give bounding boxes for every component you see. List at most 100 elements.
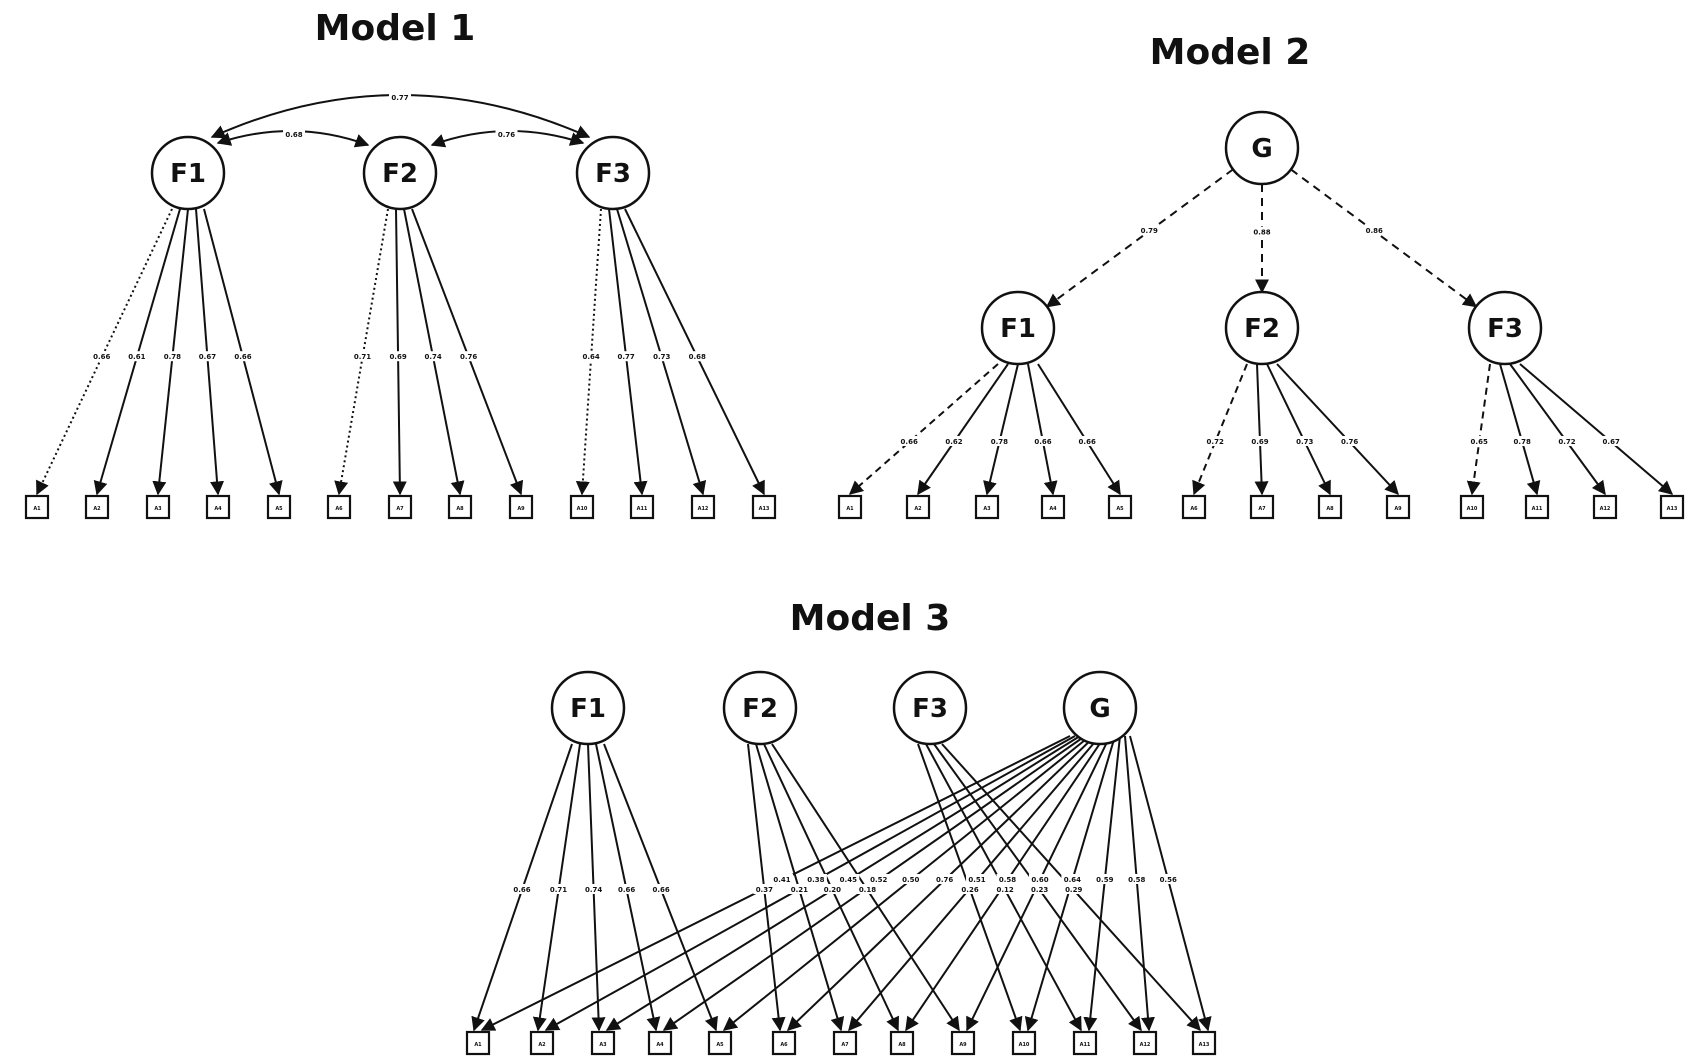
m1-corr-label-f1-f2-bg [283,129,305,139]
m1-factor-f2: F2 [362,135,438,211]
m1-item-a6-label: A6 [335,506,343,512]
m1-item-a8: A8 [447,494,473,520]
m3-item-a13: A13 [1191,1030,1217,1056]
m1-loading-a6-bg [351,351,374,362]
m3-general-loading-a13-bg [1157,874,1180,884]
m3-item-a10-label: A10 [1019,1042,1030,1048]
m1-loading-a9-bg [457,351,480,362]
m2-item-a2-label: A2 [914,506,922,512]
m2-item-a1-box [837,494,863,520]
m1-item-a8-label: A8 [456,506,464,512]
m3-item-a7-label: A7 [841,1042,849,1048]
m2-loading-a2-bg [943,436,965,446]
m3-general-loading-a2-bg [804,874,827,884]
m3-general-loading-a9: 0.60 [1031,876,1048,884]
m1-factor-f1: F1 [150,135,226,211]
m2-general-factor: G [1224,110,1300,186]
m2-item-a6-label: A6 [1190,506,1198,512]
m2-factor-f3-label: F3 [1487,314,1523,344]
m1-factor-f1-circle [150,135,226,211]
m3-specific-loading-a6: 0.37 [756,886,773,894]
m2-factor-f1-circle [980,290,1056,366]
m1-item-a13-label: A13 [759,506,770,512]
m2-item-a10: A10 [1459,494,1485,520]
m3-general-loading-a4-bg [867,874,890,884]
m2-loading-a4-bg [1032,436,1054,446]
m3-item-a13-label: A13 [1199,1042,1210,1048]
m1-loading-a8: 0.74 [424,353,441,361]
m2-item-a3-label: A3 [983,506,991,512]
m1-item-a9-box [508,494,534,520]
m2-path-f2-a8 [1266,363,1331,496]
m1-item-a6-box [326,494,352,520]
m3-specific-loading-a6-bg [753,884,776,894]
m1-factor-f1-label: F1 [170,159,206,189]
m2-loading-a1: 0.66 [901,438,918,446]
m3-specific-loading-a1-bg [510,884,533,894]
m2-general-loading-f1-bg [1138,225,1161,236]
m2-path-g-f1 [1045,168,1234,308]
m1-loading-a12: 0.73 [653,353,670,361]
m1-item-a11-label: A11 [637,506,648,512]
m3-item-a2-label: A2 [538,1042,546,1048]
m2-item-a7: A7 [1249,494,1275,520]
m3-factor-f2-circle [722,670,798,746]
m2-path-f2-a7 [1254,363,1269,496]
m1-item-a10: A10 [569,494,595,520]
m1-corr-label-f1-f3-bg [389,92,411,102]
m3-item-a2: A2 [529,1030,555,1056]
m3-item-a5-label: A5 [716,1042,724,1048]
m1-item-a8-box [447,494,473,520]
m3-factor-f1-label: F1 [570,694,606,724]
m2-loading-a11-bg [1511,436,1534,446]
m1-loading-a6: 0.71 [354,353,371,361]
m1-factor-f2-circle [362,135,438,211]
m3-general-loading-a7-bg [966,874,989,884]
m1-item-a10-label: A10 [577,506,588,512]
m2-item-a6-box [1181,494,1207,520]
m1-item-a11-box [629,494,655,520]
m2-general-loading-f3: 0.86 [1366,227,1383,235]
m3-specific-loading-a7: 0.21 [791,886,808,894]
m2-item-a7-label: A7 [1258,506,1266,512]
m2-path-f1-a3 [983,363,1019,496]
m3-factor-f2: F2 [722,670,798,746]
m1-loading-a5-bg [232,351,254,362]
m3-general-loading-a1: 0.41 [773,876,790,884]
m2-item-a8-label: A8 [1326,506,1334,512]
m3-item-a9: A9 [950,1030,976,1056]
m3-specific-loading-a2-bg [547,884,570,894]
m1-factor-f3: F3 [575,135,651,211]
m2-loading-a13: 0.67 [1603,438,1620,446]
m2-path-f3-a10 [1466,363,1491,496]
m3-general-loading-a11: 0.59 [1096,876,1113,884]
m2-item-a12-box [1592,494,1618,520]
m3-specific-loading-a1: 0.66 [513,886,530,894]
m1-item-a1-box [24,494,50,520]
m3-specific-loading-a13: 0.29 [1065,886,1082,894]
m3-specific-loading-a5-bg [650,884,673,894]
m3-general-loading-a11-bg [1093,874,1116,884]
m3-specific-loading-a2: 0.71 [550,886,567,894]
m2-factor-f3-circle [1467,290,1543,366]
m2-path-f1-a5 [1037,363,1121,496]
m3-general-loading-a12-bg [1125,874,1148,884]
m1-factor-f3-circle [575,135,651,211]
m2-path-f3-a11 [1499,363,1541,496]
m1-loading-a11-bg [615,351,638,362]
m1-loading-a7-bg [387,351,410,362]
m2-path-f1-a1 [848,363,999,495]
m3-item-a7-box [832,1030,858,1056]
m1-loading-a11: 0.77 [618,353,635,361]
m3-factor-f3-circle [892,670,968,746]
m2-factor-f2-circle [1224,290,1300,366]
m1-item-a5: A5 [266,494,292,520]
m2-general-loading-f2-bg [1251,226,1273,237]
m3-general-loading-a7: 0.51 [968,876,985,884]
m3-item-a4: A4 [647,1030,673,1056]
m2-item-a12-label: A12 [1600,506,1611,512]
m2-factor-f1: F1 [980,290,1056,366]
m1-item-a10-box [569,494,595,520]
m3-specific-loading-a8: 0.20 [824,886,841,894]
